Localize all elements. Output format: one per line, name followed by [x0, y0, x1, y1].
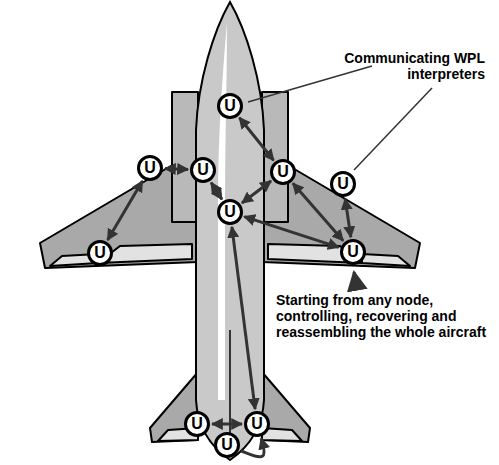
- leader-line: [354, 88, 432, 170]
- node-letter: U: [221, 437, 233, 453]
- interpreter-node: U: [184, 411, 210, 437]
- message-arrow: [242, 181, 271, 203]
- node-letter: U: [224, 98, 236, 114]
- node-letter: U: [347, 244, 359, 260]
- callout-arrow: [354, 272, 357, 289]
- node-letter: U: [94, 245, 106, 261]
- interpreter-node: U: [190, 157, 216, 183]
- interpreter-node: U: [330, 171, 356, 197]
- node-letter: U: [224, 204, 236, 220]
- node-letter: U: [251, 416, 263, 432]
- node-letter: U: [144, 160, 156, 176]
- node-letter: U: [277, 164, 289, 180]
- interpreter-node: U: [244, 411, 270, 437]
- node-letter: U: [191, 416, 203, 432]
- engine-nacelle: [262, 92, 288, 222]
- message-arrow: [345, 199, 351, 237]
- message-arrow: [232, 227, 255, 409]
- interpreter-node: U: [217, 93, 243, 119]
- message-arrow: [239, 118, 273, 161]
- message-arrow: [244, 217, 338, 248]
- interpreter-node: U: [137, 155, 163, 181]
- node-letter: U: [337, 176, 349, 192]
- interpreter-node: U: [270, 159, 296, 185]
- callout-label: Communicating WPL interpreters: [290, 50, 485, 82]
- aileron: [362, 254, 410, 266]
- message-arrow: [165, 167, 188, 171]
- leader-line: [248, 66, 372, 102]
- fuselage: [196, 2, 264, 460]
- node-letter: U: [197, 162, 209, 178]
- interpreter-node: U: [214, 432, 240, 458]
- tailplane: [262, 372, 310, 442]
- message-arrow: [211, 183, 222, 200]
- interpreter-node: U: [87, 240, 113, 266]
- message-arrow: [212, 423, 242, 426]
- interpreter-node: U: [340, 239, 366, 265]
- interpreter-node: U: [217, 199, 243, 225]
- message-arrow: [108, 181, 143, 240]
- message-arrow: [241, 438, 264, 456]
- engine-nacelle: [172, 92, 198, 222]
- callout-label: Starting from any node, controlling, rec…: [276, 292, 494, 340]
